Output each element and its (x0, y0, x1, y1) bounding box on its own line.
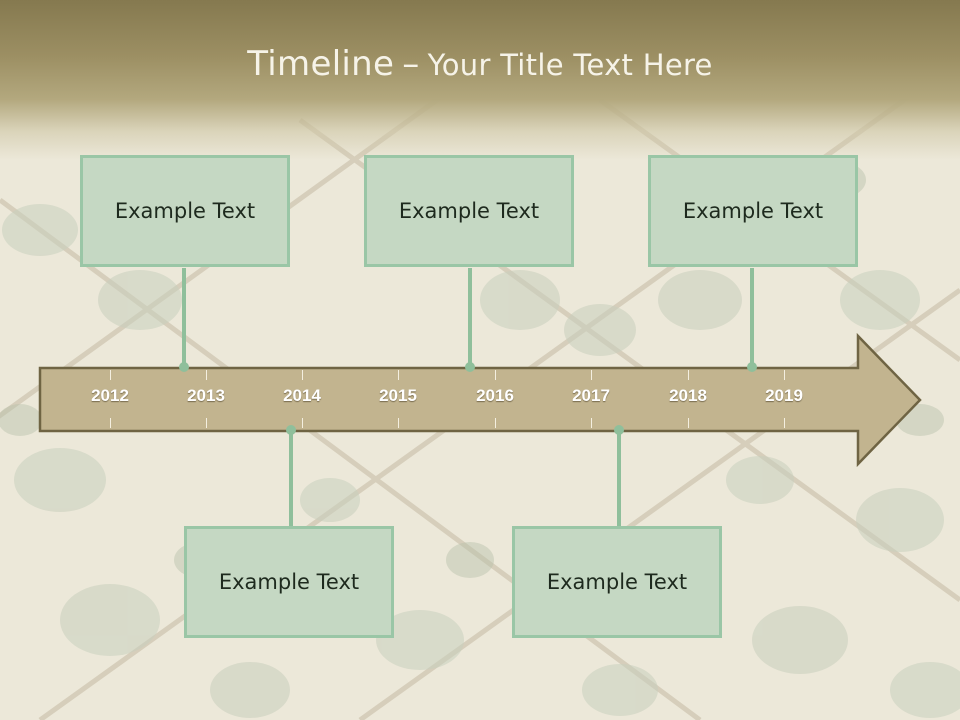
year-tick (110, 418, 111, 428)
year-tick (688, 370, 689, 380)
title-band (0, 0, 960, 160)
year-tick (495, 370, 496, 380)
year-label: 2015 (379, 386, 417, 405)
event-text: Example Text (218, 570, 360, 594)
event-marker (614, 425, 624, 435)
year-tick (591, 370, 592, 380)
year-label: 2014 (283, 386, 321, 405)
year-tick (398, 370, 399, 380)
event-text: Example Text (114, 199, 256, 223)
year-tick (302, 418, 303, 428)
event-box-top[interactable]: Example Text (80, 155, 290, 267)
year-label: 2018 (669, 386, 707, 405)
event-connector (468, 268, 472, 367)
event-box-top[interactable]: Example Text (364, 155, 574, 267)
event-text: Example Text (398, 199, 540, 223)
event-connector (750, 268, 754, 367)
year-tick (591, 418, 592, 428)
title-main: Timeline (247, 44, 395, 84)
event-marker (465, 362, 475, 372)
year-label: 2016 (476, 386, 514, 405)
event-connector (617, 431, 621, 527)
event-marker (286, 425, 296, 435)
year-tick (784, 418, 785, 428)
title-separator: – (402, 44, 420, 84)
year-tick (206, 370, 207, 380)
year-tick (110, 370, 111, 380)
year-label: 2019 (765, 386, 803, 405)
year-label: 2012 (91, 386, 129, 405)
event-box-bottom[interactable]: Example Text (184, 526, 394, 638)
year-tick (784, 370, 785, 380)
year-label: 2017 (572, 386, 610, 405)
year-tick (398, 418, 399, 428)
event-marker (747, 362, 757, 372)
year-tick (495, 418, 496, 428)
slide-title: Timeline–Your Title Text Here (0, 44, 960, 84)
event-text: Example Text (546, 570, 688, 594)
year-tick (688, 418, 689, 428)
event-text: Example Text (682, 199, 824, 223)
event-marker (179, 362, 189, 372)
year-label: 2013 (187, 386, 225, 405)
event-connector (289, 431, 293, 527)
event-box-bottom[interactable]: Example Text (512, 526, 722, 638)
event-connector (182, 268, 186, 367)
year-tick (206, 418, 207, 428)
year-tick (302, 370, 303, 380)
title-subtitle: Your Title Text Here (427, 48, 713, 82)
event-box-top[interactable]: Example Text (648, 155, 858, 267)
